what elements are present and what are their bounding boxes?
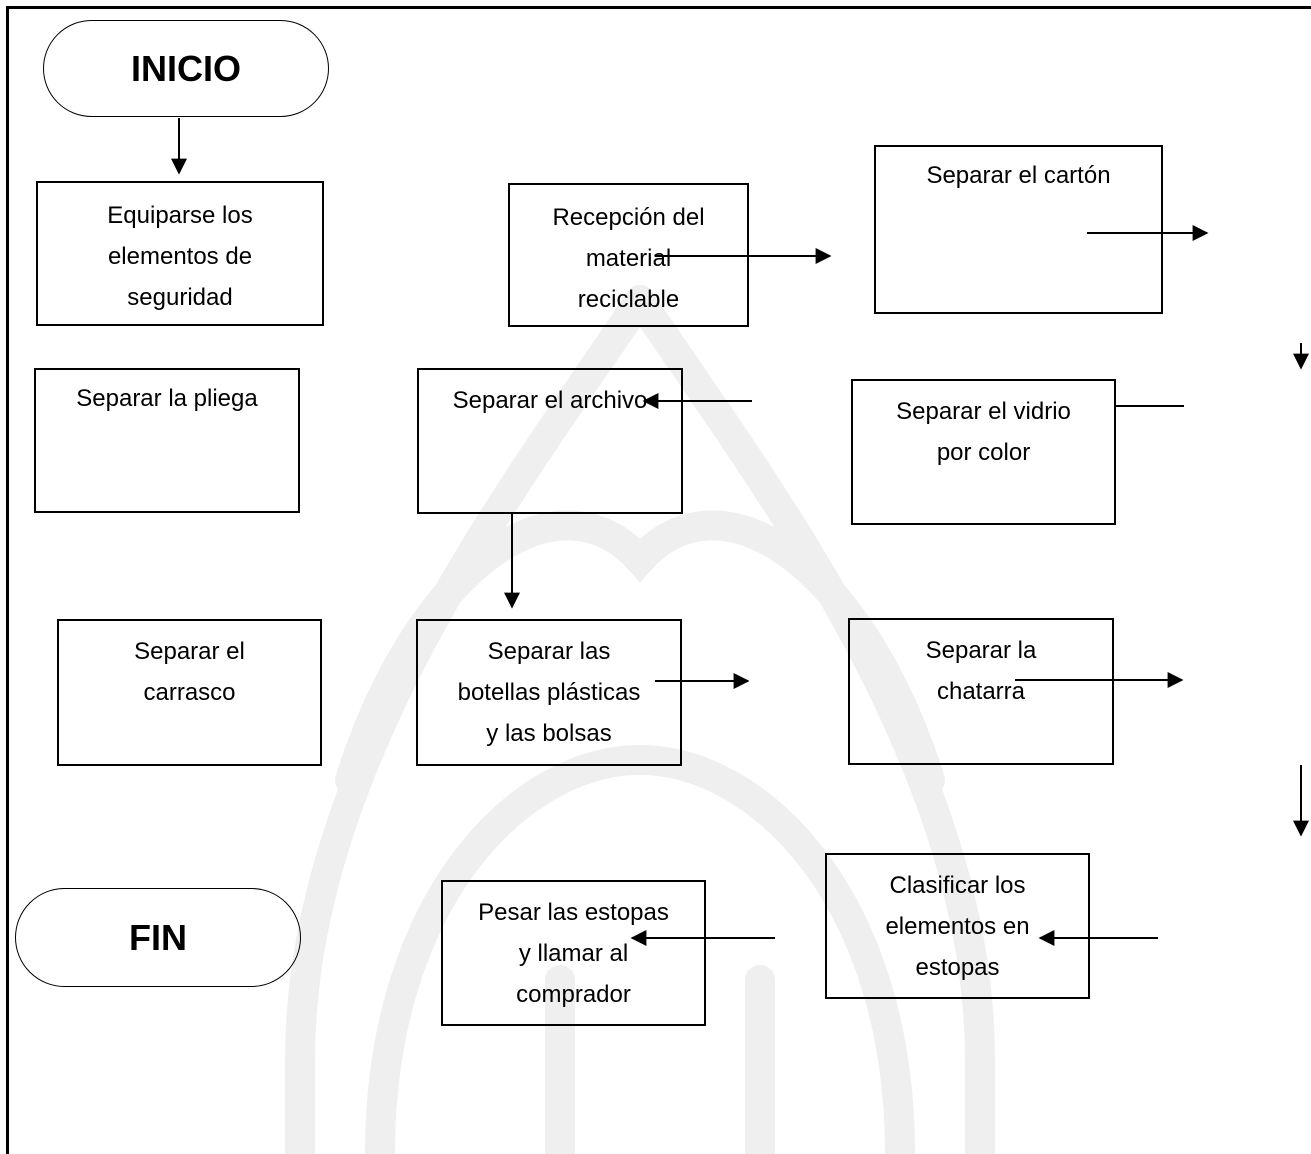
step-carrasco-line-1: Separar el [134,638,245,665]
step-bottles-line-2: botellas plásticas [457,679,641,706]
frame-border-top [6,6,1311,9]
step-bottles-line-3: y las bolsas [486,720,612,747]
step-fold-line-1: Separar la pliega [76,385,258,412]
step-glass-line-1: Separar el vidrio [896,398,1071,425]
step-cardboard: Separar el cartón [874,145,1163,314]
step-reception-line-2: material [585,245,672,272]
step-carrasco-line-2: carrasco [143,679,236,706]
end-terminal: FIN [15,888,301,987]
step-equipment-line-1: Equiparse los [107,202,253,229]
step-classify: Clasificar los elementos en estopas [825,853,1090,999]
step-scrap: Separar la chatarra [848,618,1114,765]
step-reception-line-3: reciclable [577,286,680,313]
step-equipment: Equiparse los elementos de seguridad [36,181,324,326]
step-scrap-line-1: Separar la [925,637,1037,664]
step-reception-line-1: Recepción del [552,204,705,231]
step-glass-line-2: por color [936,439,1031,466]
step-glass: Separar el vidrio por color [851,379,1116,525]
step-weigh-line-3: comprador [516,981,631,1008]
end-label: FIN [129,916,187,958]
step-carrasco: Separar el carrasco [57,619,322,766]
step-cardboard-line-1: Separar el cartón [926,162,1111,189]
step-bottles-line-1: Separar las [487,638,611,665]
step-scrap-line-2: chatarra [936,678,1026,705]
start-terminal: INICIO [43,20,329,117]
step-archive: Separar el archivo [417,368,683,514]
step-equipment-line-2: elementos de [107,243,253,270]
step-equipment-line-3: seguridad [127,284,233,311]
step-bottles: Separar las botellas plásticas y las bol… [416,619,682,766]
step-classify-line-1: Clasificar los [889,872,1026,899]
step-classify-line-2: elementos en [885,913,1030,940]
step-fold: Separar la pliega [34,368,300,513]
step-archive-line-1: Separar el archivo [452,387,648,414]
step-weigh-line-1: Pesar las estopas [478,899,669,926]
frame-border-left [6,6,9,1154]
step-weigh: Pesar las estopas y llamar al comprador [441,880,706,1026]
step-weigh-line-2: y llamar al [518,940,629,967]
step-classify-line-3: estopas [915,954,1000,981]
start-label: INICIO [130,47,241,89]
